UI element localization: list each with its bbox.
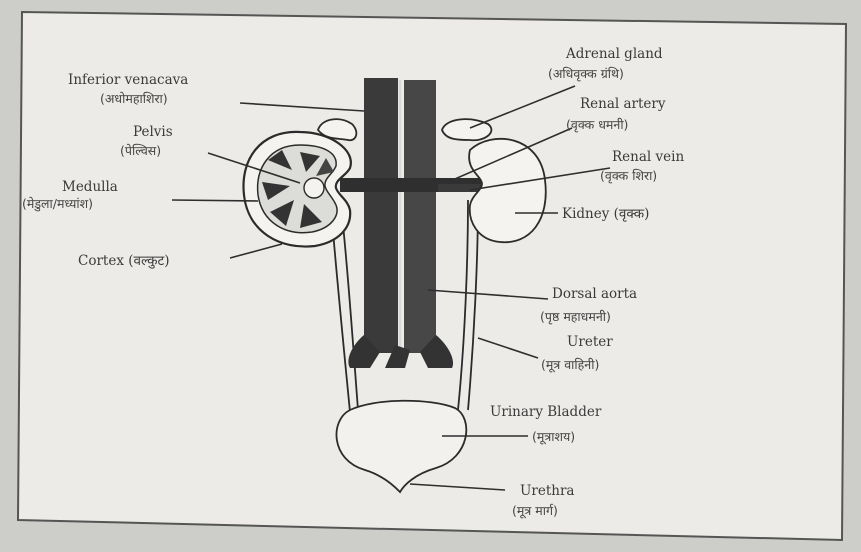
label-renal-vein-hindi: (वृक्क शिरा) bbox=[600, 168, 657, 184]
label-ureter-hindi: (मूत्र वाहिनी) bbox=[541, 357, 599, 373]
label-inferior-venacava: Inferior venacava bbox=[68, 72, 188, 88]
label-urethra: Urethra bbox=[520, 483, 574, 499]
label-urinary-bladder: Urinary Bladder bbox=[490, 404, 602, 420]
label-ureter: Ureter bbox=[567, 334, 613, 350]
label-medulla-hindi: (मेडुला/मध्यांश) bbox=[22, 196, 93, 212]
label-dorsal-aorta-hindi: (पृष्ठ महाधमनी) bbox=[540, 309, 611, 325]
right-kidney bbox=[469, 139, 546, 242]
label-urinary-bladder-hindi: (मूत्राशय) bbox=[532, 429, 575, 445]
label-pelvis-hindi: (पेल्विस) bbox=[120, 143, 161, 158]
label-renal-vein: Renal vein bbox=[612, 149, 684, 165]
label-urethra-hindi: (मूत्र मार्ग) bbox=[512, 503, 558, 519]
label-medulla: Medulla bbox=[62, 179, 118, 195]
label-renal-artery: Renal artery bbox=[580, 96, 666, 112]
label-adrenal-gland-hindi: (अधिवृक्क ग्रंथि) bbox=[548, 66, 624, 82]
label-kidney: Kidney (वृक्क) bbox=[562, 206, 649, 222]
label-inferior-venacava-hindi: (अधोमहाशिरा) bbox=[100, 91, 168, 106]
dorsal-aorta-vessel bbox=[404, 80, 436, 353]
label-renal-artery-hindi: (वृक्क धमनी) bbox=[566, 117, 628, 133]
label-cortex: Cortex (वल्कुट) bbox=[78, 253, 170, 269]
label-adrenal-gland: Adrenal gland bbox=[565, 46, 663, 62]
leader-medulla bbox=[172, 200, 258, 201]
left-kidney-section bbox=[243, 132, 350, 247]
label-pelvis: Pelvis bbox=[133, 124, 173, 140]
label-dorsal-aorta: Dorsal aorta bbox=[552, 286, 637, 302]
inferior-venacava-vessel bbox=[364, 78, 398, 353]
